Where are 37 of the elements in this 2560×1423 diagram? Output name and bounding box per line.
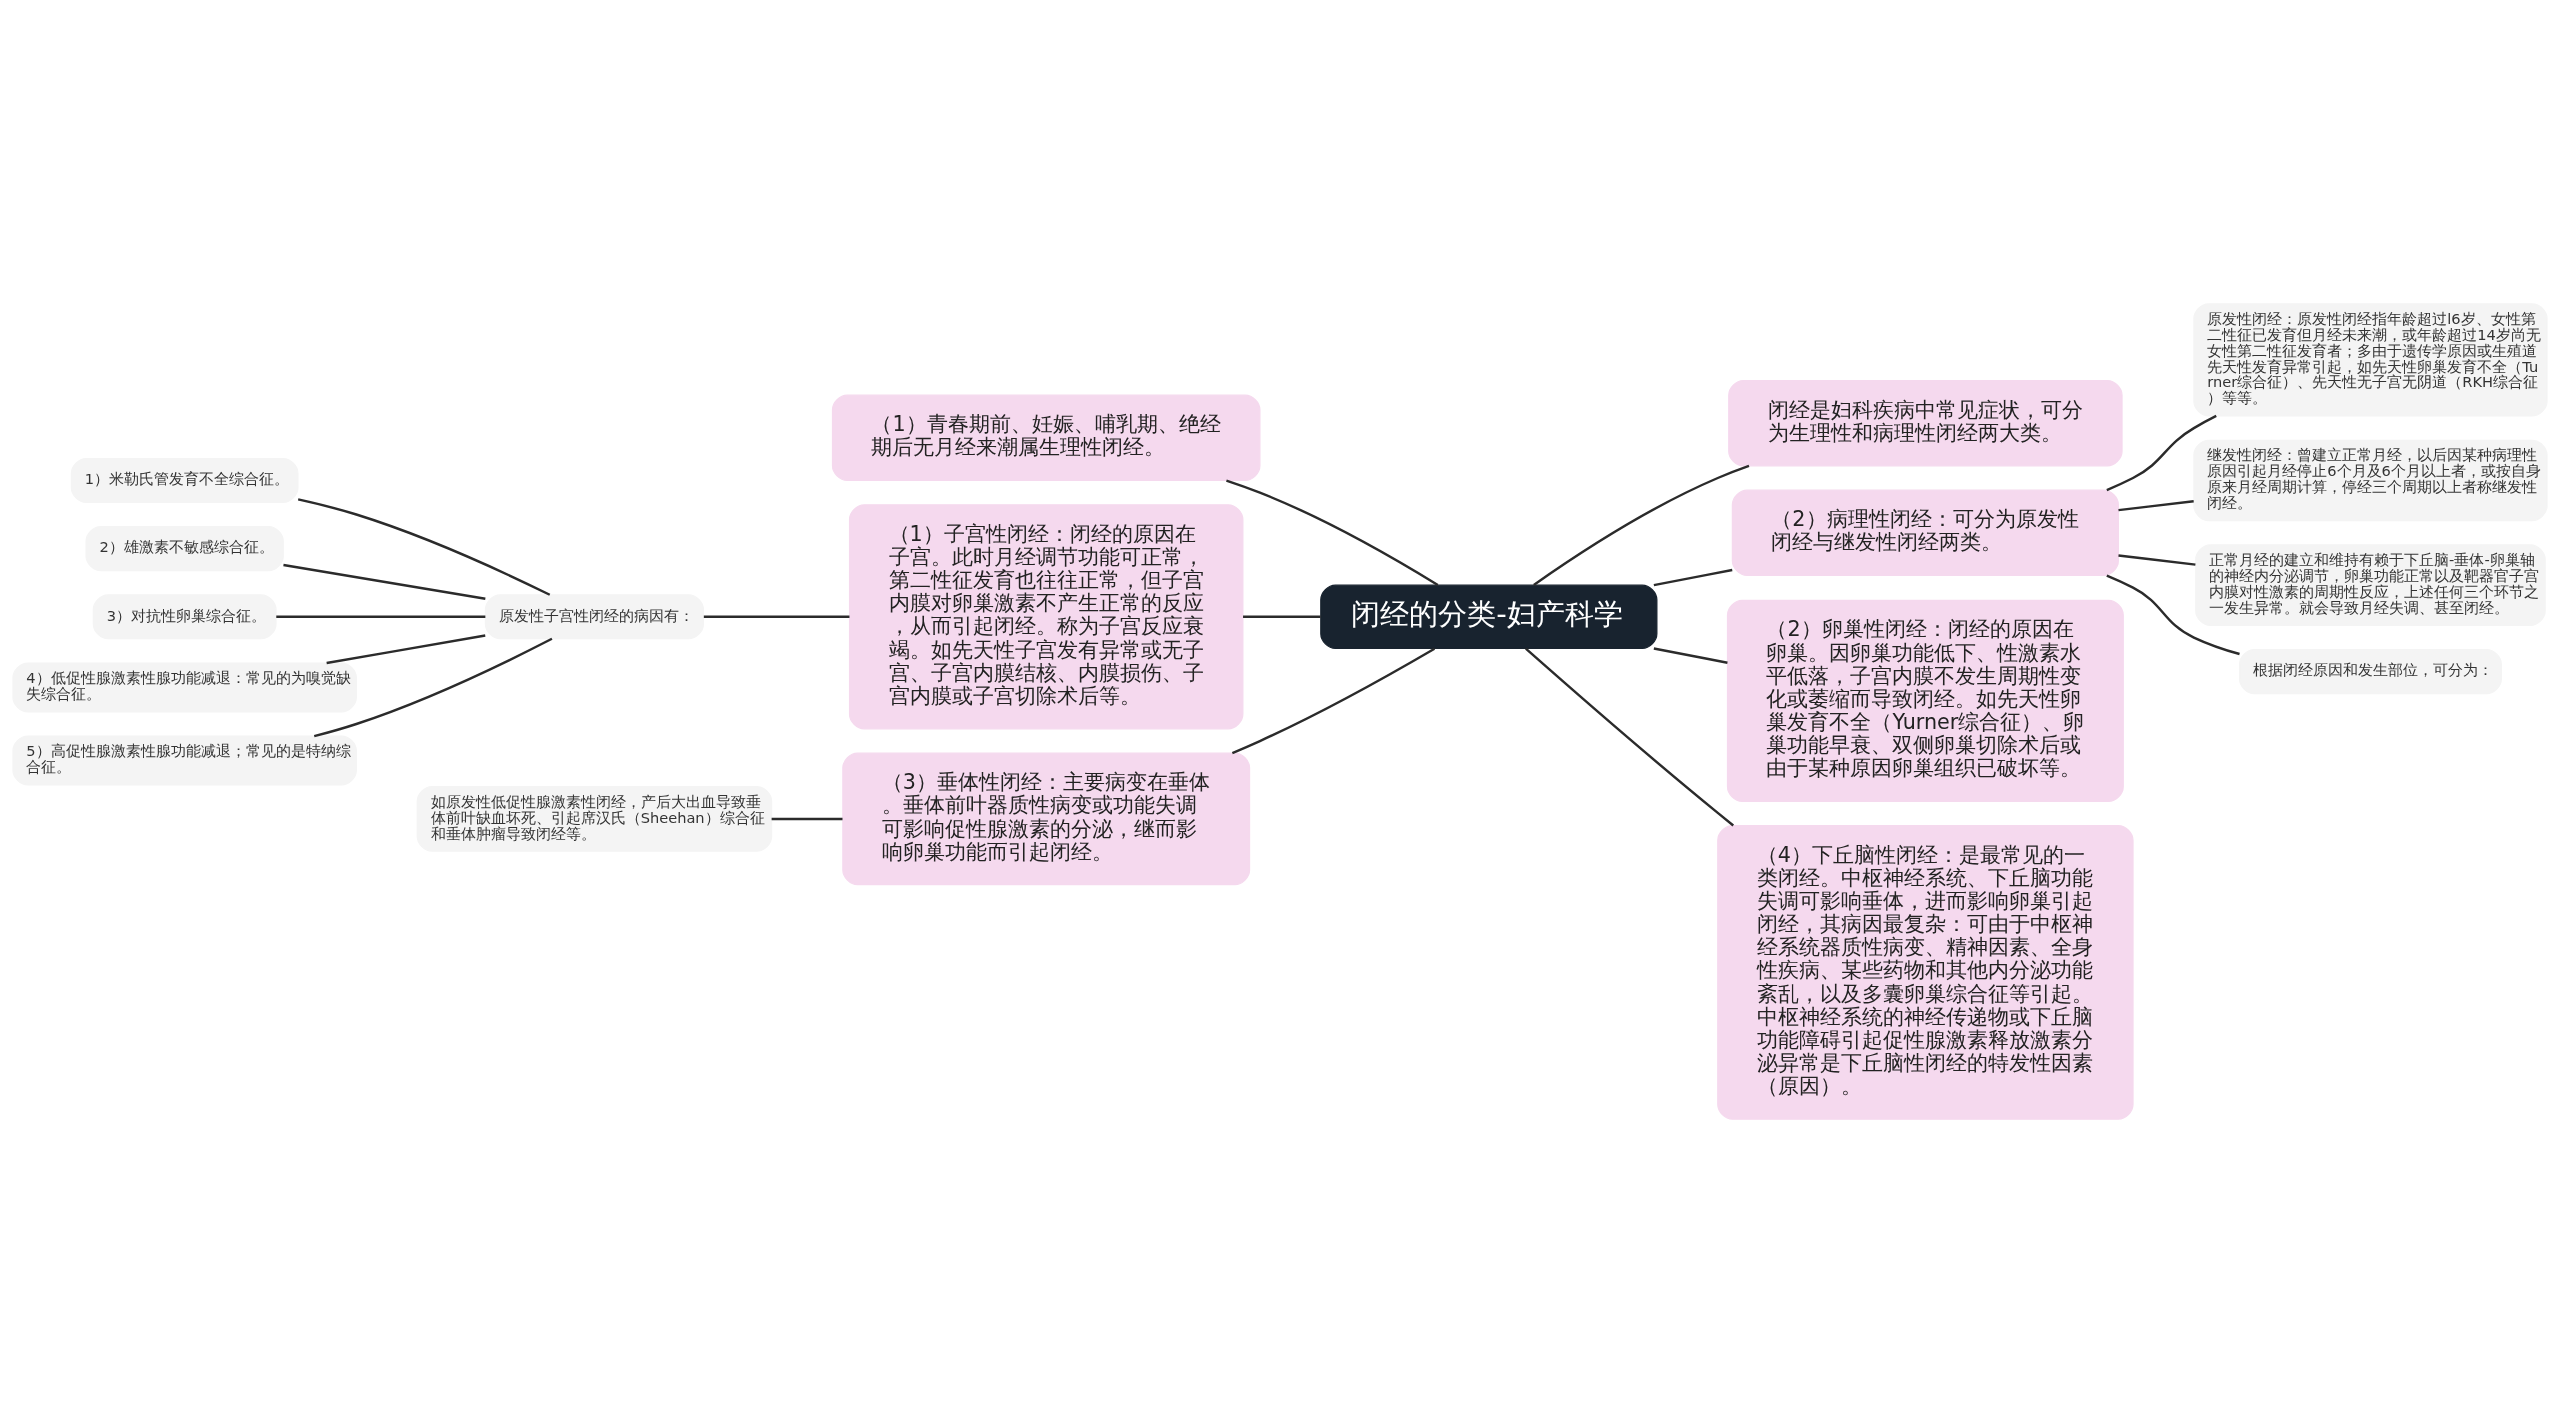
- node-box: 5）高促性腺激素性腺功能减退；常见的是特纳综合征。: [12, 735, 357, 786]
- node-box: 原发性闭经：原发性闭经指年龄超过l6岁、女性第二性征已发育但月经未来潮，或年龄超过14岁尚无女性第二性征发育者；多由于遗传学原因或生殖道先天性发育异常引起，如先天性卵巢发育不全（Turner综合征）、先天性无子宫无阴道（RKH综合征）等等。: [2193, 303, 2548, 417]
- connector: [276, 615, 486, 619]
- node-box: 闭经的分类-妇产科学: [1320, 584, 1658, 650]
- node-box: 4）低促性腺激素性腺功能减退：常见的为嗅觉缺失综合征。: [12, 662, 357, 713]
- connector: [1226, 479, 1439, 586]
- connector: [2118, 500, 2194, 512]
- connector: [313, 637, 553, 738]
- node-box: 原发性子宫性闭经的病因有：: [484, 594, 704, 640]
- node-box: （3）垂体性闭经：主要病变在垂体。垂体前叶器质性病变或功能失调可影响促性腺激素的分泌，继而影响卵巢功能而引起闭经。: [842, 752, 1251, 886]
- connector: [703, 615, 850, 619]
- connector: [2106, 574, 2240, 656]
- connector: [1653, 568, 1733, 587]
- node-box: （2）病理性闭经：可分为原发性闭经与继发性闭经两类。: [1731, 489, 2119, 577]
- node-box: 2）雄激素不敏感综合征。: [85, 526, 284, 572]
- connector: [2106, 414, 2217, 492]
- node-box: （1）子宫性闭经：闭经的原因在子宫。此时月经调节功能可正常，第二性征发育也往往正常，但子宫内膜对卵巢激素不产生正常的反应，从而引起闭经。称为子宫反应衰竭。如先天性子宫发有异常或无子宫、子宫内膜结核、内膜损伤、子宫内膜或子宫切除术后等。: [848, 504, 1244, 730]
- node-box: 正常月经的建立和维持有赖于下丘脑-垂体-卵巢轴的神经内分泌调节，卵巢功能正常以及靶器官子宫内膜对性激素的周期性反应，上述任何三个环节之一发生异常。就会导致月经失调、甚至闭经。: [2195, 544, 2546, 626]
- connector: [283, 563, 486, 600]
- node-box: （1）青春期前、妊娠、哺乳期、绝经期后无月经来潮属生理性闭经。: [831, 394, 1261, 482]
- node-box: 如原发性低促性腺激素性闭经，产后大出血导致垂体前叶缺血坏死、引起席汉氏（Sheehan）综合征和垂体肿瘤导致闭经等。: [416, 786, 773, 852]
- connector: [1243, 615, 1321, 619]
- connector: [771, 817, 843, 821]
- connector: [326, 634, 486, 665]
- node-box: 闭经是妇科疾病中常见症状，可分为生理性和病理性闭经两大类。: [1728, 379, 2123, 467]
- node-box: 根据闭经原因和发生部位，可分为：: [2238, 649, 2502, 695]
- connector: [1533, 464, 1750, 586]
- connector: [1525, 647, 1735, 827]
- node-box: 1）米勒氏管发育不全综合征。: [70, 457, 299, 503]
- connector: [297, 498, 551, 596]
- node-box: 3）对抗性卵巢综合征。: [92, 594, 277, 640]
- node-box: 继发性闭经：曾建立正常月经，以后因某种病理性原因引起月经停止6个月及6个月以上者，或按自身原来月经周期计算，停经三个周期以上者称继发性闭经。: [2193, 439, 2548, 522]
- node-box: （4）下丘脑性闭经：是最常见的一类闭经。中枢神经系统、下丘脑功能失调可影响垂体，进而影响卵巢引起闭经，其病因最复杂：可由于中枢神经系统器质性病变、精神因素、全身性疾病、某些药物和其他内分泌功能紊乱，以及多囊卵巢综合征等引起。中枢神经系统的神经传递物或下丘脑功能障碍引起促性腺激素释放激素分泌异常是下丘脑性闭经的特发性因素（原因）。: [1717, 825, 2134, 1120]
- connector: [1231, 647, 1436, 755]
- node-box: （2）卵巢性闭经：闭经的原因在卵巢。因卵巢功能低下、性激素水平低落，子宫内膜不发生周期性变化或萎缩而导致闭经。如先天性卵巢发育不全（Yurner综合征）、卵巢功能早衰、双侧卵巢切除术后或由于某种原因卵巢组织已破坏等。: [1726, 599, 2124, 802]
- connector: [1653, 647, 1728, 664]
- connector: [2118, 554, 2196, 566]
